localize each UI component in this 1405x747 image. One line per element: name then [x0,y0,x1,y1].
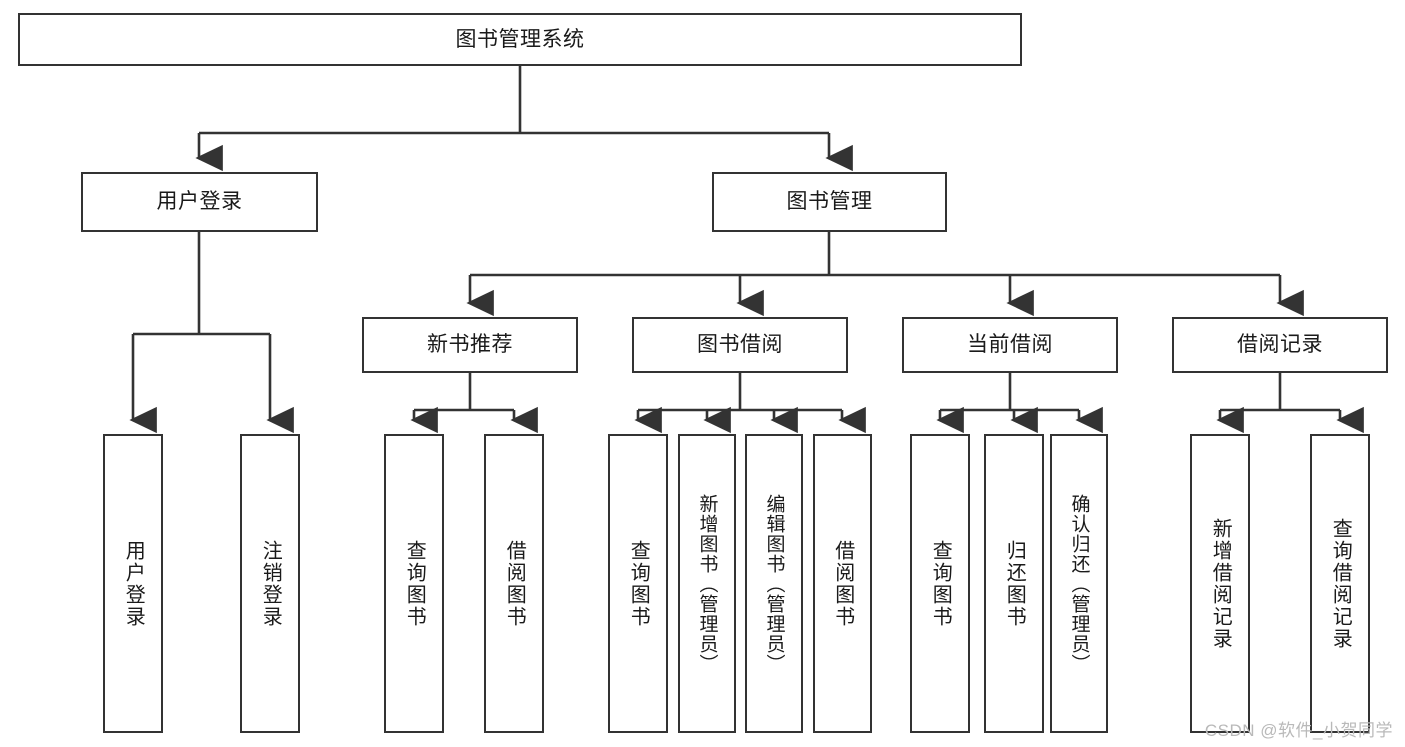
node-root[interactable]: 图书管理系统 [18,13,1022,66]
node-leaf-query-book-1[interactable]: 查询图书 [384,434,444,733]
node-leaf-query-book-2[interactable]: 查询图书 [608,434,668,733]
node-leaf-borrow-book-1[interactable]: 借阅图书 [484,434,544,733]
node-leaf-query-book-1-label: 查询图书 [403,539,426,628]
node-leaf-add-record-label: 新增借阅记录 [1209,517,1232,650]
node-leaf-confirm-return[interactable]: 确认归还（管理员） [1050,434,1108,733]
node-leaf-return-book-label: 归还图书 [1003,539,1026,628]
node-book-manage[interactable]: 图书管理 [712,172,947,232]
node-leaf-user-login[interactable]: 用户登录 [103,434,163,733]
node-leaf-query-book-3-label: 查询图书 [929,539,952,628]
node-leaf-query-record-label: 查询借阅记录 [1329,517,1352,650]
node-leaf-user-logout-label: 注销登录 [259,539,282,628]
node-leaf-add-book-label: 新增图书（管理员） [696,493,718,674]
node-user-login[interactable]: 用户登录 [81,172,318,232]
node-leaf-borrow-book-1-label: 借阅图书 [503,539,526,628]
node-book-manage-label: 图书管理 [786,190,873,214]
node-current-borrow[interactable]: 当前借阅 [902,317,1118,373]
node-leaf-query-book-3[interactable]: 查询图书 [910,434,970,733]
node-leaf-add-book[interactable]: 新增图书（管理员） [678,434,736,733]
node-leaf-borrow-book-2[interactable]: 借阅图书 [813,434,872,733]
node-leaf-return-book[interactable]: 归还图书 [984,434,1044,733]
node-leaf-borrow-book-2-label: 借阅图书 [831,539,854,628]
node-leaf-confirm-return-label: 确认归还（管理员） [1068,493,1090,674]
node-leaf-user-login-label: 用户登录 [122,539,145,628]
node-leaf-user-logout[interactable]: 注销登录 [240,434,300,733]
node-book-borrow[interactable]: 图书借阅 [632,317,848,373]
node-leaf-query-record[interactable]: 查询借阅记录 [1310,434,1370,733]
node-borrow-record[interactable]: 借阅记录 [1172,317,1388,373]
node-leaf-add-record[interactable]: 新增借阅记录 [1190,434,1250,733]
node-leaf-edit-book[interactable]: 编辑图书（管理员） [745,434,803,733]
node-user-login-label: 用户登录 [156,190,243,214]
node-new-book-rec-label: 新书推荐 [427,333,513,357]
node-current-borrow-label: 当前借阅 [967,333,1053,357]
node-leaf-edit-book-label: 编辑图书（管理员） [763,493,785,674]
node-book-borrow-label: 图书借阅 [697,333,783,357]
node-leaf-query-book-2-label: 查询图书 [627,539,650,628]
node-root-label: 图书管理系统 [455,27,585,51]
node-new-book-rec[interactable]: 新书推荐 [362,317,578,373]
node-borrow-record-label: 借阅记录 [1237,333,1323,357]
